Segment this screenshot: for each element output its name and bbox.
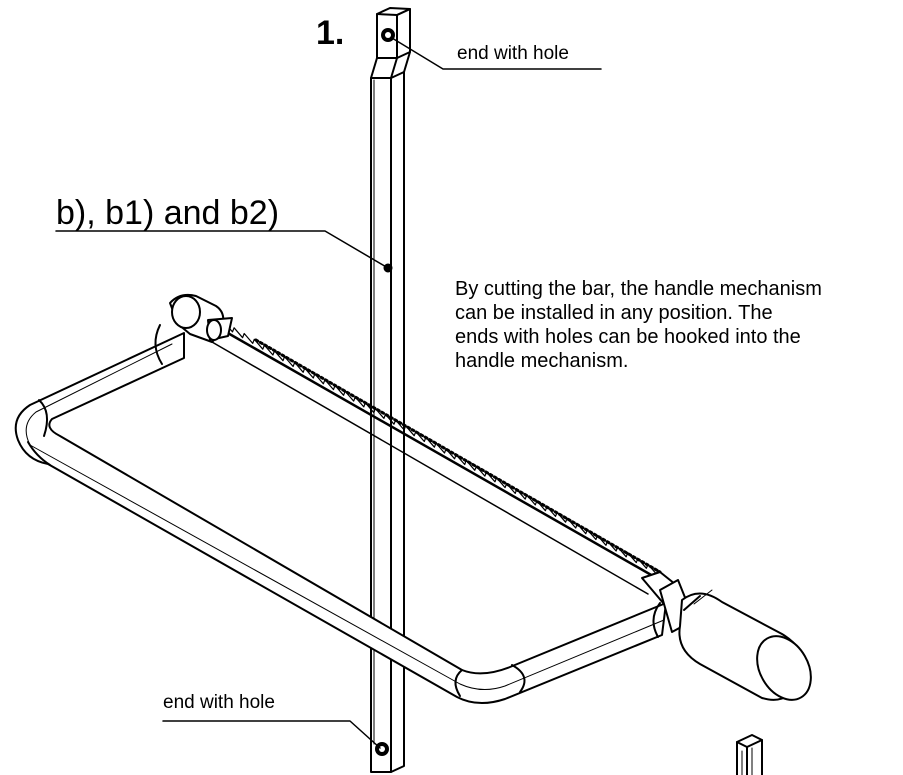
callout-end-with-hole-bottom: end with hole: [163, 692, 275, 713]
saw-blade-icon: [211, 321, 662, 595]
post-icon: [736, 734, 763, 775]
callout-end-with-hole-top: end with hole: [457, 43, 569, 64]
handle-icon: [641, 571, 812, 701]
callout-reference: b), b1) and b2): [56, 194, 280, 232]
leader-lines: [55, 37, 602, 749]
saw-frame-icon: [14, 324, 667, 704]
left-knob-icon: [169, 293, 233, 343]
description-text: By cutting the bar, the handle mechanism…: [455, 278, 822, 372]
step-number: 1.: [316, 14, 345, 52]
